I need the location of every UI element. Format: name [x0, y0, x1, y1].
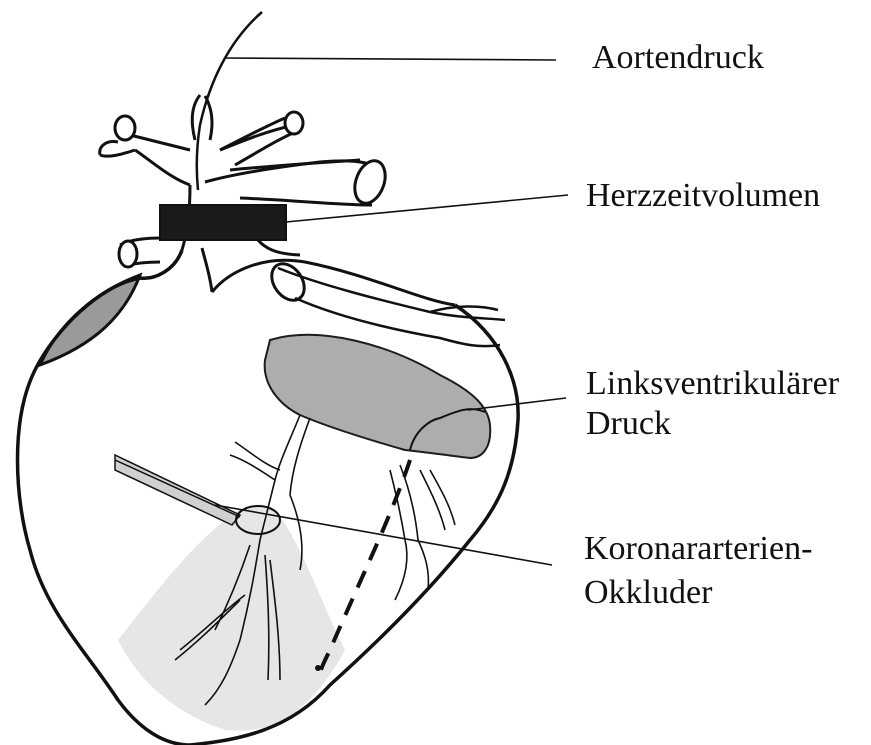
- branch-left: [100, 135, 190, 156]
- label-cardiac-output: Herzzeitvolumen: [586, 176, 820, 216]
- lv-shaded-region: [265, 335, 491, 458]
- label-aortic-pressure: Aortendruck: [592, 38, 764, 78]
- heart-upper-contour: [212, 260, 455, 305]
- groove-end-dot: [315, 665, 321, 671]
- pulmonary-artery-end: [265, 258, 311, 307]
- ischemic-region: [118, 505, 345, 731]
- label-lv-pressure-line1: Linksventrikulärer: [586, 364, 839, 404]
- label-lv-pressure-line2: Druck: [586, 404, 671, 444]
- label-occluder-line2: Okkluder: [584, 573, 712, 613]
- descending-aorta-end: [349, 157, 390, 208]
- branch-left-end: [115, 116, 135, 140]
- leader-cardiac-output: [286, 195, 568, 222]
- pulmonary-segment: [258, 240, 300, 255]
- pulmonary-vessel-left-end: [119, 241, 137, 267]
- left-shaded-region: [40, 275, 140, 365]
- occluder-wire: [115, 460, 240, 517]
- flow-probe: [160, 205, 286, 240]
- aortic-arch: [135, 125, 378, 185]
- label-occluder-line1: Koronararterien-: [584, 529, 812, 569]
- descending-aorta: [230, 160, 372, 205]
- branch-right-end: [285, 112, 303, 134]
- occluder-body: [115, 455, 240, 525]
- aortic-catheter: [197, 12, 262, 190]
- leader-aortic-pressure: [225, 58, 556, 60]
